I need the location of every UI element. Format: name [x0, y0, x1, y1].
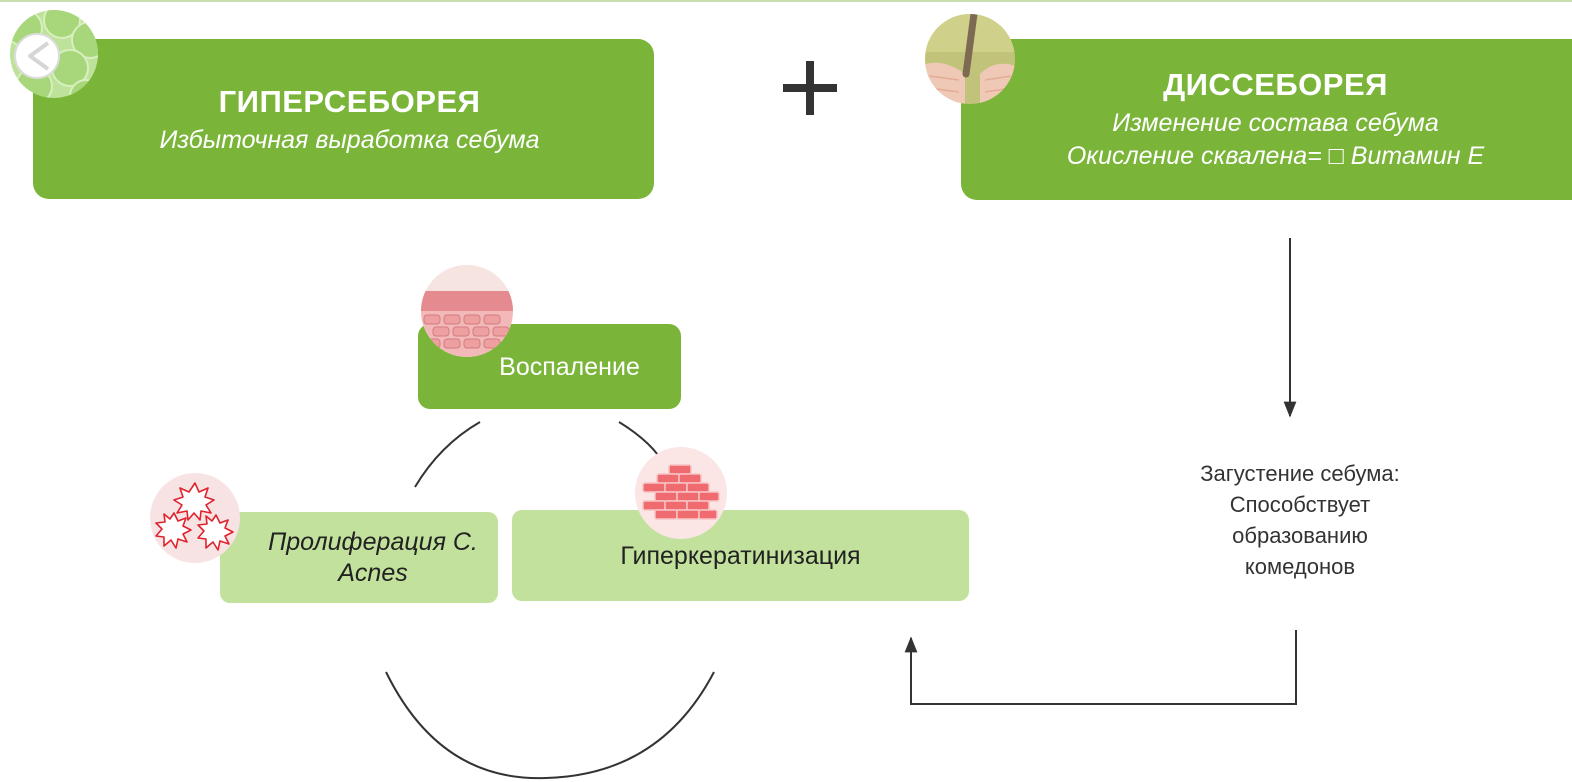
dysseborrhea-box: ДИССЕБОРЕЯ Изменение состава себума Окис…	[961, 39, 1572, 200]
bacteria-cells-icon	[10, 10, 98, 98]
proliferation-label-line-1: Пролиферация C.	[268, 527, 478, 556]
hyperseborrhea-box: ГИПЕРСЕБОРЕЯ Избыточная выработка себума	[33, 39, 654, 199]
top-rule	[0, 0, 1572, 2]
bacteria-burst-icon	[150, 473, 240, 563]
skin-layer-icon	[421, 265, 513, 357]
note-line-3: образованию	[1232, 523, 1368, 548]
sebum-thickening-note: Загустение себума: Способствует образова…	[1140, 458, 1460, 582]
dysseborrhea-line-1: Изменение состава себума	[1112, 108, 1439, 137]
hyperseborrhea-subtitle: Избыточная выработка себума	[159, 125, 540, 154]
hair-follicle-icon	[925, 14, 1015, 104]
proliferation-box: Пролиферация C. Acnes	[220, 512, 498, 603]
inflammation-label: Воспаление	[499, 353, 640, 381]
note-line-1: Загустение себума:	[1200, 461, 1400, 486]
return-arrow	[904, 630, 1297, 705]
keratin-brick-icon	[635, 447, 727, 539]
hyperseborrhea-title: ГИПЕРСЕБОРЕЯ	[218, 83, 481, 119]
dysseborrhea-line-2: Окисление сквалена= □ Витамин E	[1066, 141, 1485, 170]
cycle-arc-top-left	[414, 421, 481, 488]
hyperkeratinization-label: Гиперкератинизация	[620, 542, 861, 570]
dysseborrhea-title: ДИССЕБОРЕЯ	[1163, 66, 1388, 102]
note-line-2: Способствует	[1229, 492, 1371, 517]
hyperkeratinization-box: Гиперкератинизация	[512, 510, 969, 601]
plus-sign	[778, 56, 842, 120]
cycle-arc-bottom	[385, 671, 715, 780]
note-line-4: комедонов	[1244, 554, 1356, 579]
cycle-arc-top-right	[618, 421, 659, 456]
proliferation-label-line-2: Acnes	[338, 558, 408, 587]
